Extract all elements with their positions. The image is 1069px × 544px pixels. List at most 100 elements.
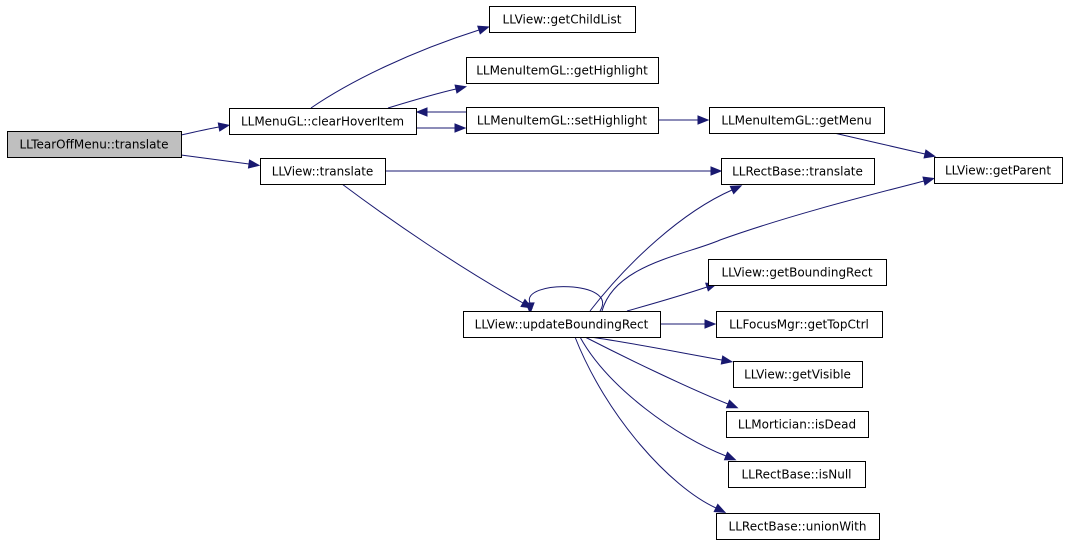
edge-line (626, 286, 708, 312)
node-box (733, 361, 863, 388)
node-label: LLRectBase::translate (732, 165, 863, 179)
node-label: LLFocusMgr::getTopCtrl (729, 318, 869, 332)
edge-menugl_clearhover-to-menuitem_gethighlight (387, 84, 468, 109)
node-focusmgr-gettopctrl[interactable]: LLFocusMgr::getTopCtrl (716, 311, 883, 338)
edge-tearoff_translate-to-view_translate (180, 154, 261, 169)
node-label: LLMenuItemGL::setHighlight (477, 114, 648, 128)
node-box (934, 157, 1063, 184)
edge-view_updatebounding-to-view_getparent (601, 176, 935, 312)
node-box (463, 311, 661, 338)
arrowhead (247, 159, 261, 169)
edge-view_translate-to-rectbase_translate (385, 166, 723, 176)
node-view-getvisible[interactable]: LLView::getVisible (733, 361, 863, 388)
arrowhead (725, 399, 739, 409)
node-layer: LLTearOffMenu::translate LLMenuGL::clearH… (7, 6, 1063, 540)
node-menuitem-gethighlight[interactable]: LLMenuItemGL::getHighlight (466, 57, 659, 84)
edge-menugl_clearhover-to-menuitem_sethighlight (416, 123, 467, 133)
edge-line (584, 336, 729, 405)
edge-menugl_clearhover-to-view_getchildlist (310, 25, 490, 109)
edge-view_updatebounding-to-rectbase_unionwith (574, 336, 727, 513)
edge-line (310, 29, 480, 109)
node-box (466, 107, 659, 134)
node-view-getchildlist[interactable]: LLView::getChildList (489, 6, 636, 33)
node-label: LLView::getBoundingRect (721, 266, 872, 280)
node-label: LLView::getParent (945, 164, 1051, 178)
edge-view_updatebounding-to-view_updatebounding (525, 286, 604, 315)
edge-line (341, 183, 524, 304)
node-rectbase-unionwith[interactable]: LLRectBase::unionWith (716, 513, 880, 540)
edge-view_updatebounding-to-view_getboundingrect (626, 282, 718, 312)
edge-view_updatebounding-to-mortician_isdead (584, 336, 739, 409)
node-box (229, 108, 417, 135)
node-label: LLMenuItemGL::getHighlight (476, 64, 648, 78)
edge-line (387, 88, 457, 109)
edge-line (601, 180, 925, 312)
arrowhead (704, 319, 717, 329)
edge-tearoff_translate-to-menugl_clearhover (180, 122, 231, 136)
edge-line (579, 336, 727, 457)
node-box (716, 513, 880, 540)
node-box (709, 107, 885, 134)
node-box (726, 411, 869, 438)
node-box (7, 131, 182, 158)
node-rectbase-translate[interactable]: LLRectBase::translate (721, 158, 875, 185)
node-view-translate[interactable]: LLView::translate (260, 158, 386, 185)
node-view-getboundingrect[interactable]: LLView::getBoundingRect (708, 259, 887, 286)
node-label: LLTearOffMenu::translate (19, 138, 168, 152)
edge-line (180, 154, 250, 165)
arrowhead (525, 302, 535, 315)
arrowhead (697, 115, 710, 125)
node-view-getparent[interactable]: LLView::getParent (934, 157, 1063, 184)
node-menuitem-sethighlight[interactable]: LLMenuItemGL::setHighlight (466, 107, 659, 134)
arrowhead (923, 149, 937, 159)
node-label: LLRectBase::unionWith (729, 520, 867, 534)
edge-line (529, 286, 604, 312)
edge-menuitem_sethighlight-to-menugl_clearhover (415, 107, 466, 117)
edge-line (180, 126, 220, 136)
arrowhead (415, 107, 428, 117)
edge-line (833, 132, 926, 155)
arrowhead (454, 84, 468, 94)
node-label: LLRectBase::isNull (742, 468, 852, 482)
node-label: LLMenuGL::clearHoverItem (241, 115, 404, 129)
arrowhead (720, 355, 734, 365)
arrowhead (713, 503, 727, 513)
edge-layer (180, 25, 937, 513)
node-view-updatebounding[interactable]: LLView::updateBoundingRect (463, 311, 661, 338)
node-box (260, 158, 386, 185)
edge-line (589, 189, 733, 312)
node-box (489, 6, 636, 33)
arrowhead (710, 166, 723, 176)
edge-line (589, 336, 723, 361)
node-label: LLView::updateBoundingRect (475, 318, 649, 332)
edge-view_updatebounding-to-view_getvisible (589, 336, 734, 365)
node-label: LLView::getVisible (744, 368, 851, 382)
node-mortician-isdead[interactable]: LLMortician::isDead (726, 411, 869, 438)
node-box (728, 461, 866, 488)
node-label: LLView::translate (272, 165, 374, 179)
edge-line (574, 336, 717, 509)
node-label: LLMortician::isDead (738, 418, 856, 432)
node-rectbase-isnull[interactable]: LLRectBase::isNull (728, 461, 866, 488)
node-menuitem-getmenu[interactable]: LLMenuItemGL::getMenu (709, 107, 885, 134)
node-label: LLView::getChildList (503, 13, 622, 27)
node-box (716, 311, 883, 338)
edge-menuitem_getmenu-to-view_getparent (833, 132, 937, 159)
edge-view_updatebounding-to-rectbase_translate (589, 185, 743, 312)
node-menugl-clearhover[interactable]: LLMenuGL::clearHoverItem (229, 108, 417, 135)
edge-view_updatebounding-to-rectbase_isnull (579, 336, 737, 461)
arrowhead (454, 123, 467, 133)
edge-view_translate-to-view_updatebounding (341, 183, 533, 309)
node-label: LLMenuItemGL::getMenu (721, 114, 871, 128)
edge-menuitem_sethighlight-to-menuitem_getmenu (658, 115, 710, 125)
edge-view_updatebounding-to-focusmgr_gettopctrl (660, 319, 717, 329)
arrowhead (217, 122, 231, 132)
node-box (708, 259, 887, 286)
arrowhead (723, 451, 737, 461)
node-tearoff-translate[interactable]: LLTearOffMenu::translate (7, 131, 182, 158)
node-box (466, 57, 659, 84)
arrowhead (922, 176, 935, 186)
arrowhead (729, 185, 743, 195)
node-box (721, 158, 875, 185)
